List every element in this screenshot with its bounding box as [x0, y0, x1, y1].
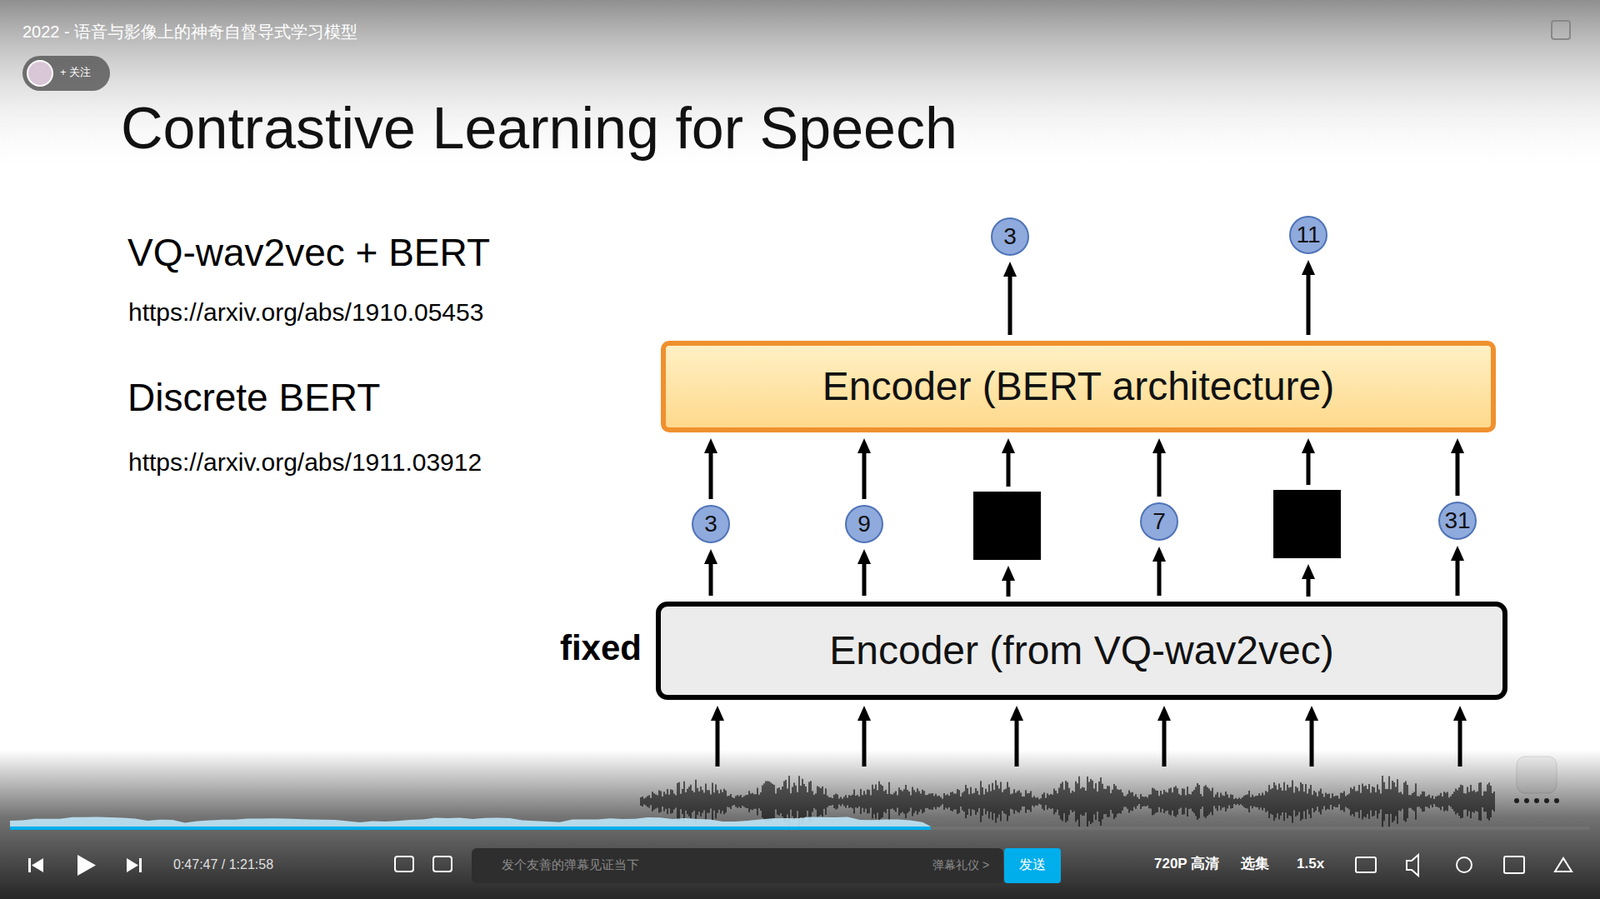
- arrow-connector: [1008, 269, 1013, 335]
- token-circle: 3: [691, 505, 730, 544]
- node-text: 31: [1444, 508, 1470, 535]
- danmaku-icons: [395, 856, 452, 872]
- slide-title: Contrastive Learning for Speech: [120, 93, 958, 164]
- video-title: 2022 - 语音与影像上的神奇自督导式学习模型: [22, 21, 358, 42]
- node-text: 3: [1003, 224, 1017, 250]
- right-icons: [1355, 855, 1572, 876]
- bottom-shade: [0, 750, 1600, 899]
- arrow-connector: [1157, 554, 1162, 596]
- arrow-connector: [1455, 445, 1460, 496]
- output-token: 11: [1289, 215, 1328, 255]
- progress-bar: [10, 826, 931, 830]
- send-button: [1004, 848, 1061, 884]
- episodes-button: 选集: [1240, 855, 1270, 873]
- heat-curve: [10, 816, 931, 827]
- quality-button: 720P 高清: [1154, 855, 1220, 873]
- output-token: 3: [990, 217, 1030, 256]
- node-text: 11: [1295, 222, 1320, 249]
- arrow-connector: [1455, 553, 1460, 596]
- paper-link: https://arxiv.org/abs/1911.03912: [128, 447, 482, 478]
- token-circle: 7: [1140, 502, 1179, 541]
- follow-button: + 关注: [60, 65, 91, 80]
- avatar: [27, 60, 53, 86]
- method-name: Discrete BERT: [127, 375, 380, 421]
- danmaku-input: [471, 848, 1004, 884]
- top-shade: [0, 0, 1600, 175]
- arrow-connector: [862, 556, 867, 596]
- arrow-connector: [1306, 267, 1311, 335]
- input-placeholder: 发个友善的弹幕见证当下: [501, 857, 640, 873]
- token-circle: 9: [845, 505, 884, 544]
- token-circle: 31: [1438, 501, 1477, 540]
- arrow-connector: [862, 445, 867, 500]
- encoder-box: Encoder (from VQ-wav2vec): [655, 601, 1508, 700]
- arrow-connector: [709, 445, 714, 500]
- node-text: 3: [704, 511, 718, 538]
- arrow-connector: [709, 556, 714, 596]
- time-display: 0:47:47 / 1:21:58: [173, 856, 274, 873]
- method-name: VQ-wav2vec + BERT: [127, 230, 490, 276]
- send-text: 发送: [1019, 856, 1046, 873]
- arrow-connector: [1157, 445, 1162, 497]
- etiquette-link: 弹幕礼仪 >: [932, 858, 990, 873]
- paper-link: https://arxiv.org/abs/1910.05453: [128, 297, 484, 328]
- node-text: Encoder (BERT architecture): [822, 365, 1335, 410]
- help-icon: [1551, 20, 1570, 40]
- fixed-note: fixed: [560, 627, 642, 670]
- player-controls: [28, 855, 142, 876]
- node-text: 9: [857, 511, 871, 538]
- progress-track: [10, 826, 1590, 830]
- node-text: 7: [1152, 509, 1166, 535]
- node-text: Encoder (from VQ-wav2vec): [829, 629, 1335, 674]
- speed-button: 1.5x: [1296, 855, 1325, 873]
- mask-token: [1273, 490, 1341, 559]
- encoder-box: Encoder (BERT architecture): [660, 340, 1496, 433]
- mask-token: [973, 491, 1041, 560]
- follow-pill: [22, 55, 110, 91]
